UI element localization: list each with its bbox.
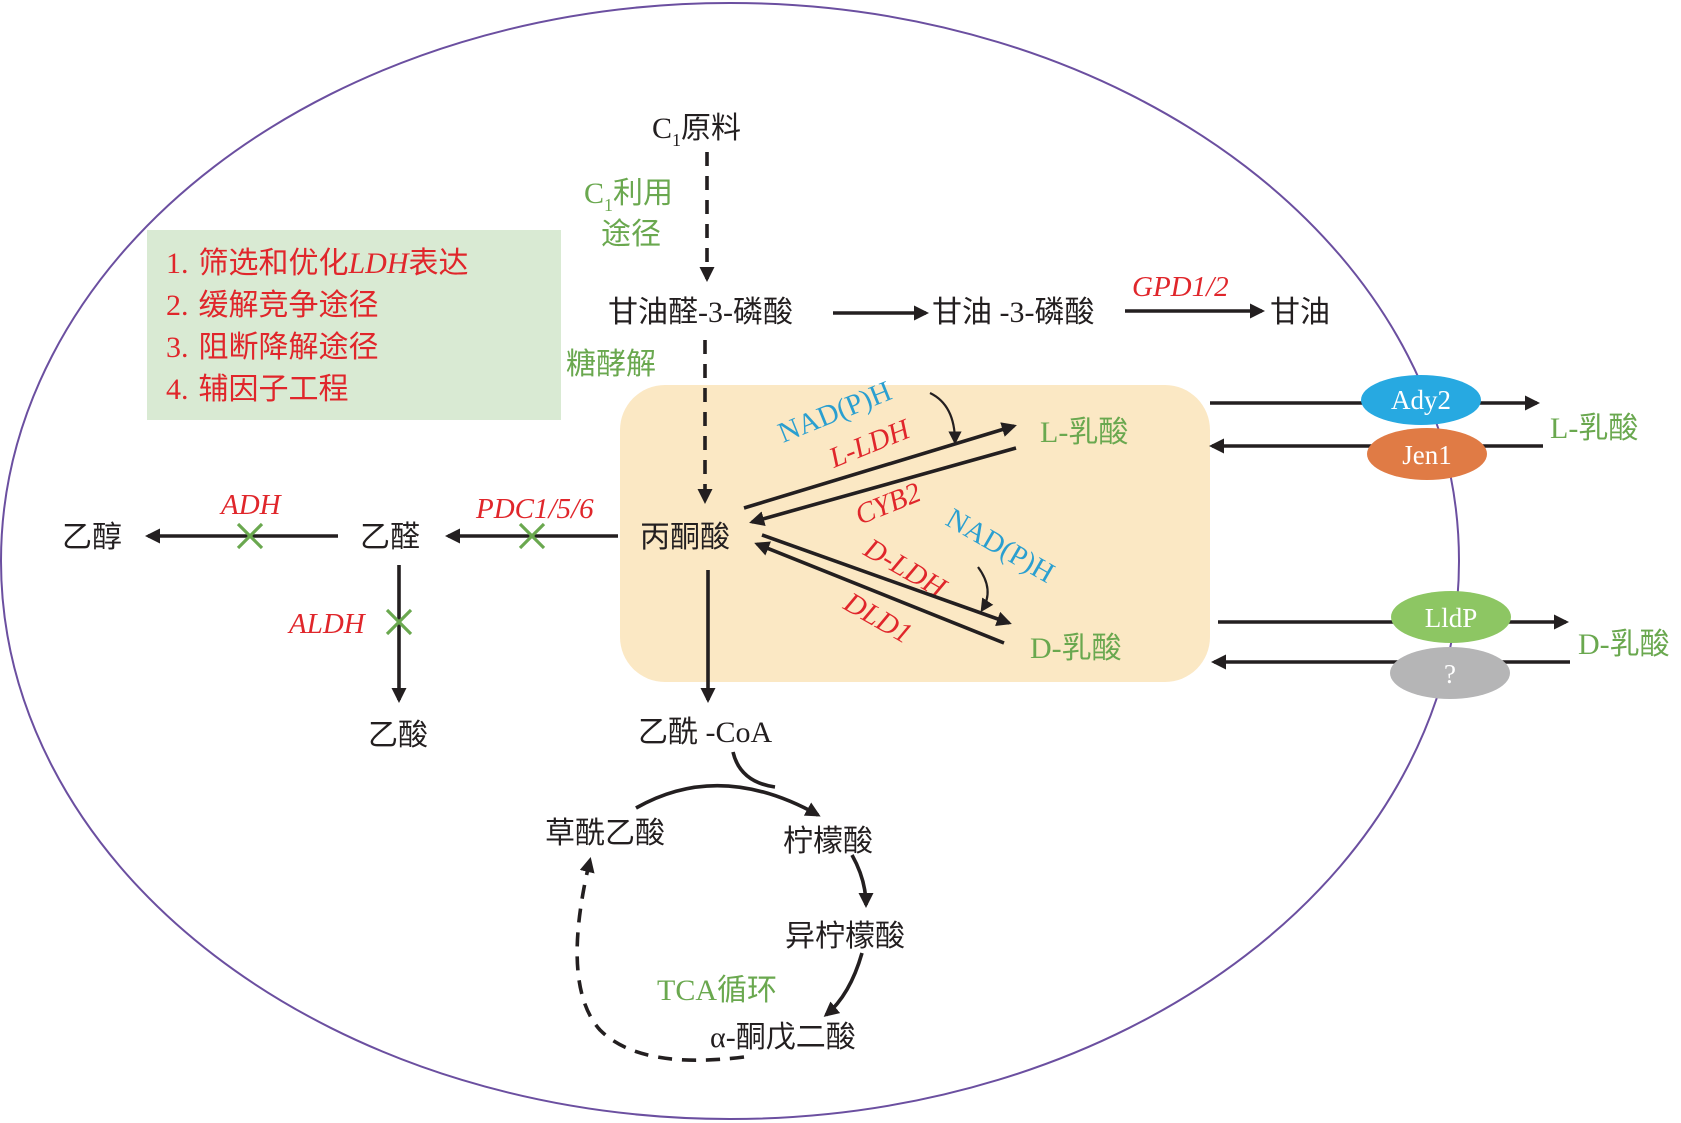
svg-text:Jen1: Jen1 <box>1402 440 1452 470</box>
transporter-jen1: Jen1 <box>1367 428 1487 480</box>
l-lactate-external-label: L-乳酸 <box>1550 412 1638 445</box>
transporter-ady2: Ady2 <box>1361 375 1481 425</box>
pdc-blocked-cross-icon <box>518 522 546 550</box>
cell-membrane <box>0 2 1460 1120</box>
strategy-item: 2.缓解竞争途径 <box>166 289 379 322</box>
akg-label: α-酮戊二酸 <box>710 1021 856 1054</box>
c1-feed-label: C1原料 <box>652 112 741 150</box>
acetaldehyde-label: 乙醛 <box>360 521 420 554</box>
acetylcoa-label: 乙酰 -CoA <box>638 716 772 749</box>
acetylcoa-to-citrate-arrow <box>731 751 776 789</box>
citrate-to-isocitrate-arrow <box>850 854 874 909</box>
svg-text:?: ? <box>1444 659 1456 689</box>
adh-enzyme-label: ADH <box>219 489 283 521</box>
strategy-box <box>147 230 561 420</box>
d-lactate-internal-label: D-乳酸 <box>1030 632 1122 665</box>
c1-pathway-label: C1利用 <box>584 177 673 215</box>
isocitrate-to-akg-arrow <box>823 952 864 1017</box>
l-lactate-internal-label: L-乳酸 <box>1040 416 1128 449</box>
strategy-item: 1.筛选和优化LDH表达 <box>166 247 469 280</box>
tca-cycle-label: TCA循环 <box>657 974 777 1007</box>
adh-blocked-cross-icon <box>236 522 264 550</box>
pyruvate-to-d-lactate-arrow <box>761 533 1012 627</box>
akg-to-oxaloacetate-arrow <box>575 857 745 1062</box>
lactate-region <box>620 385 1210 682</box>
transporter-lldp: LldP <box>1391 591 1511 643</box>
aldh-blocked-cross-icon <box>385 608 413 636</box>
oxaloacetate-to-citrate-arrow <box>635 783 821 817</box>
glycolysis-label: 糖酵解 <box>566 348 656 381</box>
pyruvate-label: 丙酮酸 <box>640 521 730 554</box>
strategy-item: 4.辅因子工程 <box>166 373 349 406</box>
glycerol-label: 甘油 <box>1270 296 1330 329</box>
d-lactate-external-label: D-乳酸 <box>1578 628 1670 661</box>
svg-text:Ady2: Ady2 <box>1391 385 1451 415</box>
g3p-label: 甘油醛-3-磷酸 <box>608 296 793 329</box>
oxaloacetate-label: 草酰乙酸 <box>545 817 665 850</box>
acetate-label: 乙酸 <box>368 719 428 752</box>
d-lactate-to-pyruvate-arrow <box>754 541 1005 645</box>
gly3p-label: 甘油 -3-磷酸 <box>932 296 1094 329</box>
isocitrate-label: 异柠檬酸 <box>785 920 905 953</box>
aldh-enzyme-label: ALDH <box>287 608 367 640</box>
citrate-label: 柠檬酸 <box>783 825 873 858</box>
l-lactate-to-pyruvate-arrow <box>749 446 1017 527</box>
svg-text:LldP: LldP <box>1425 603 1478 633</box>
c1-pathway-label-line2: 途径 <box>601 218 661 251</box>
nadph-l-cofactor-arrow <box>929 392 962 445</box>
ethanol-label: 乙醇 <box>62 521 122 554</box>
pyruvate-to-l-lactate-arrow <box>743 422 1017 510</box>
gpd-enzyme-label: GPD1/2 <box>1132 271 1229 303</box>
pdc-enzyme-label: PDC1/5/6 <box>475 493 594 525</box>
strategy-list: 1.筛选和优化LDH表达 2.缓解竞争途径 3.阻断降解途径 4.辅因子工程 <box>166 247 469 406</box>
strategy-item: 3.阻断降解途径 <box>166 331 379 364</box>
nadph-d-cofactor-arrow <box>977 566 994 613</box>
transporter-unknown: ? <box>1390 647 1510 699</box>
